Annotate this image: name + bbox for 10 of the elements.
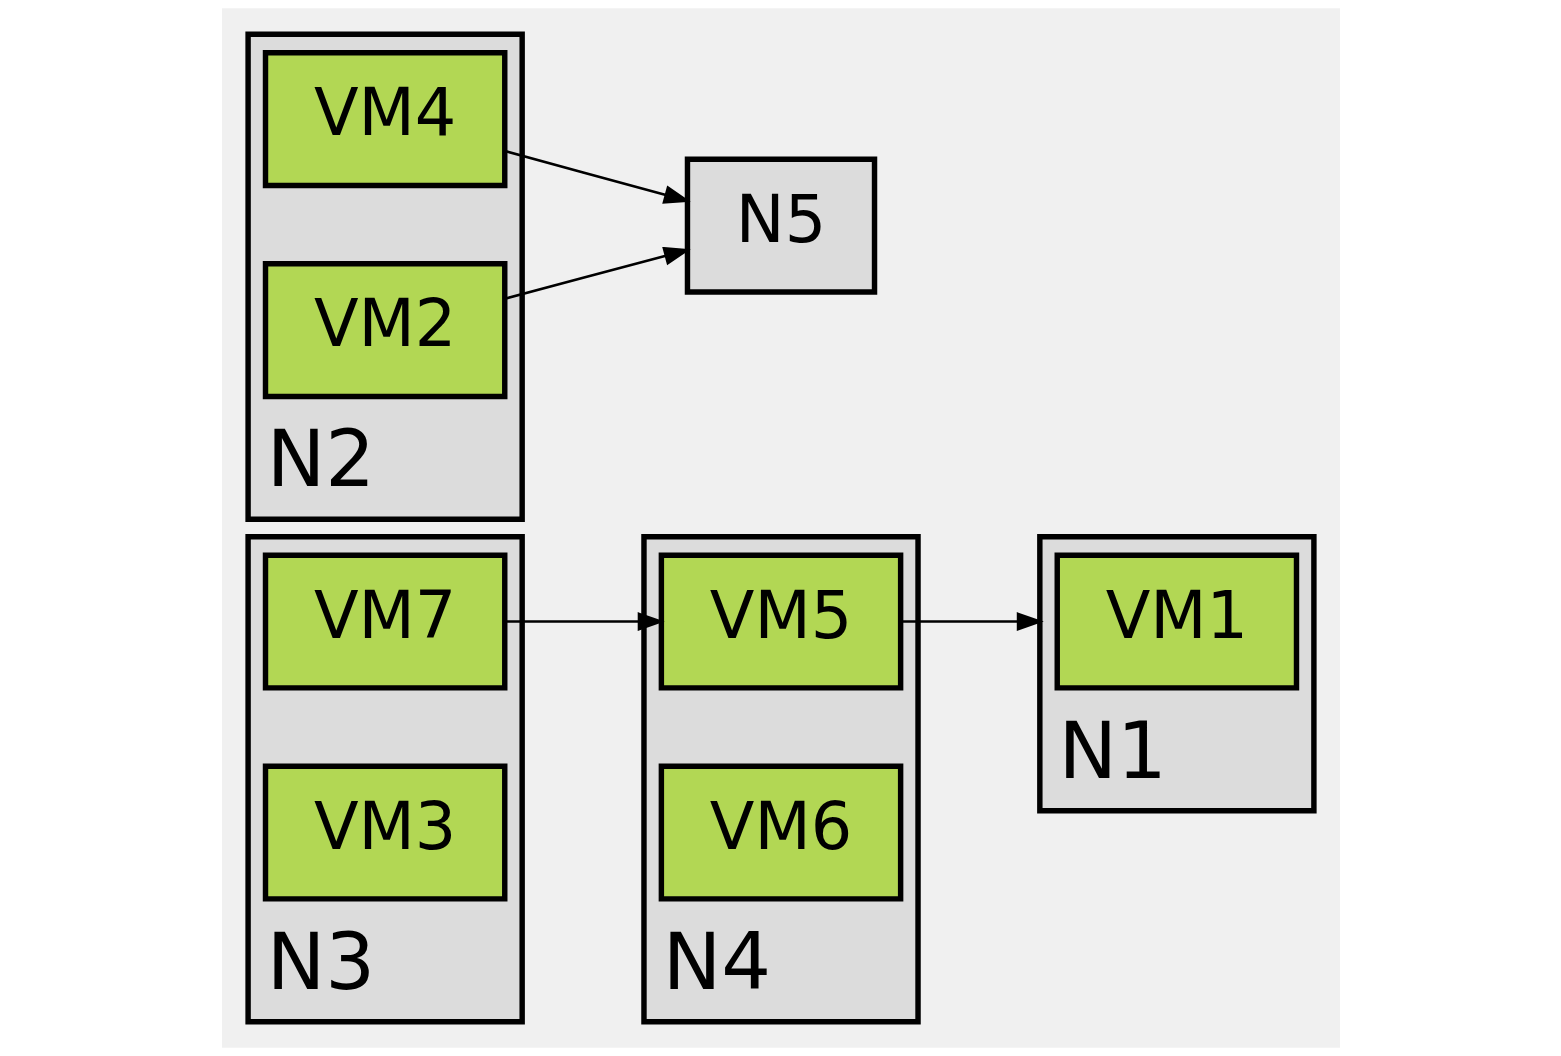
- node-box: VM3: [262, 763, 507, 902]
- node-box: N5: [684, 156, 877, 295]
- node-box: VM2: [262, 261, 507, 400]
- node-box: VM1: [1054, 552, 1299, 691]
- arrow: [900, 612, 1044, 631]
- node-box: VM6: [658, 763, 903, 902]
- node-box: VM5: [658, 552, 903, 691]
- arrow: [504, 612, 665, 631]
- node-box: VM7: [262, 552, 507, 691]
- node-box: VM4: [262, 50, 507, 189]
